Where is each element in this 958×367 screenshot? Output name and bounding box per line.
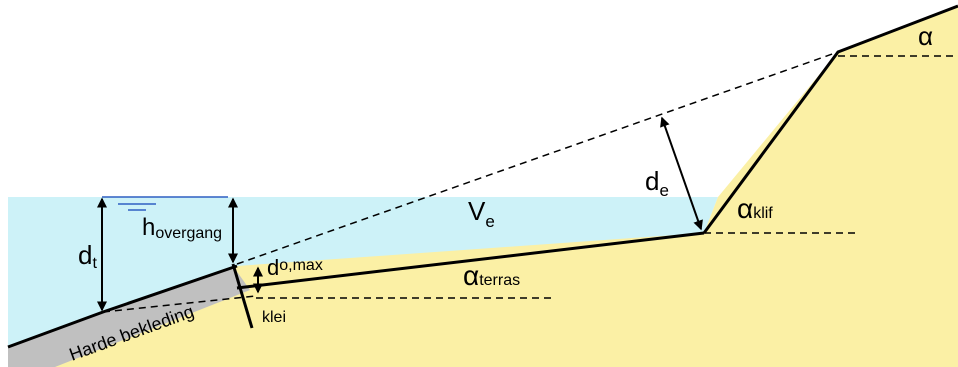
label-h-overgang: hovergang xyxy=(142,214,222,242)
label-d-o-max: do,max xyxy=(267,255,323,280)
label-d-t: dt xyxy=(78,240,97,272)
revetment-region xyxy=(8,266,250,367)
original-profile-dashed-line xyxy=(236,51,839,265)
soil-region xyxy=(8,6,958,367)
label-d-e: de xyxy=(645,166,669,200)
terrace-line xyxy=(236,231,705,290)
label-alpha: α xyxy=(918,21,933,51)
label-alpha-terras: αterras xyxy=(463,260,520,291)
label-alpha-klif: αklif xyxy=(737,193,773,224)
label-klei: klei xyxy=(262,309,286,326)
clay-layer-line xyxy=(231,263,254,329)
label-v-e: Ve xyxy=(468,196,495,231)
revetment-extension-dashed-line xyxy=(102,295,257,313)
d-e-arrow xyxy=(660,116,703,231)
